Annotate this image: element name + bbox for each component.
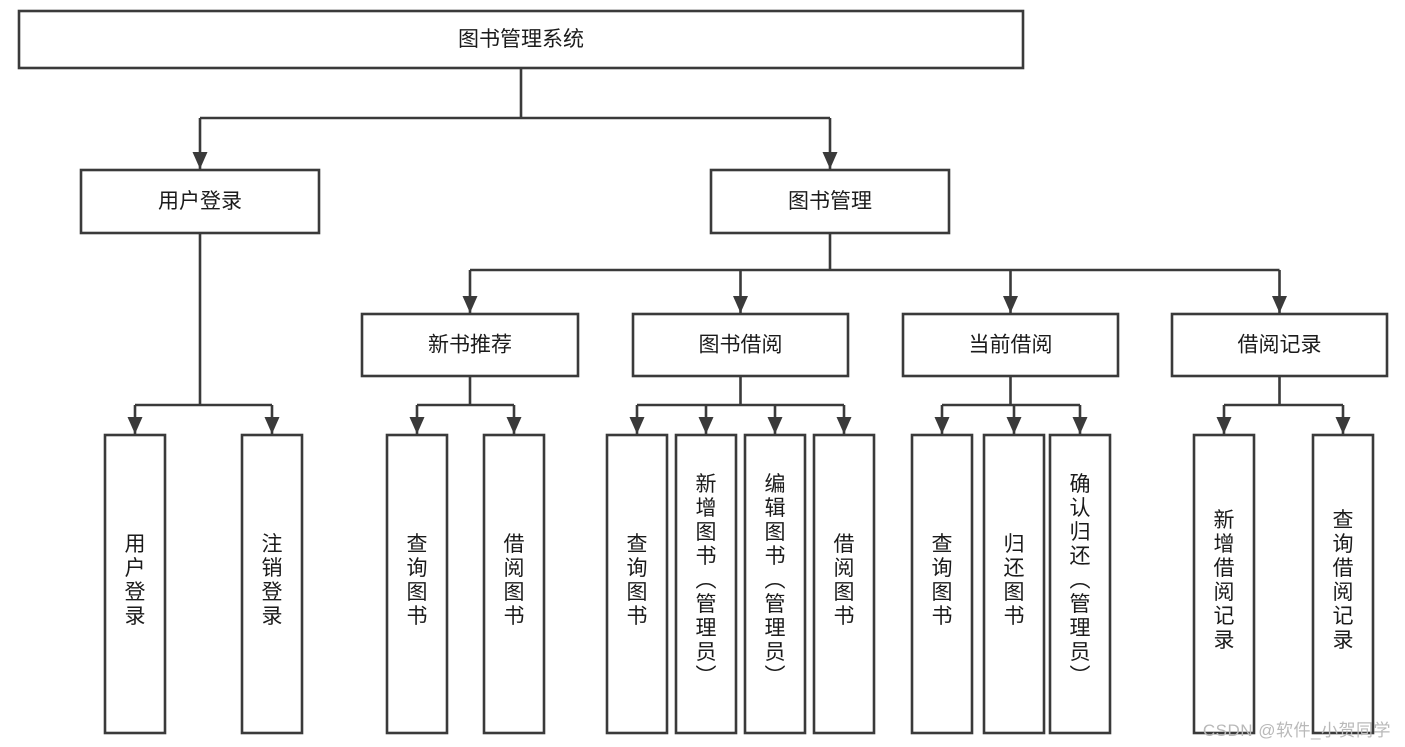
arrow-head-icon [1335,417,1351,434]
node-label: 查询图书 [407,533,428,628]
node-label: 用户登录 [158,190,242,213]
node-label: 图书管理系统 [458,28,584,51]
node-label: 图书管理 [788,190,872,213]
arrow-head-icon [1006,417,1022,434]
arrow-head-icon [462,296,478,313]
node-level3-0[interactable]: 新书推荐 [360,312,580,378]
node-box [1170,312,1389,378]
node-leaf-7[interactable]: 借阅图书 [812,433,876,735]
node-label: 借阅图书 [504,533,525,628]
arrow-head-icon [1003,296,1018,313]
node-label: 新增借阅记录 [1214,509,1235,652]
node-label: 查询图书 [932,533,953,628]
arrow-head-icon [1216,417,1232,434]
arrow-head-icon [698,417,714,434]
arrow-head-icon [836,417,852,434]
node-label: 新增图书︵管理员︶ [696,473,717,688]
node-label: 借阅图书 [834,533,855,628]
arrow-head-icon [409,417,425,434]
node-leaf-6[interactable]: 编辑图书︵管理员︶ [743,433,807,735]
arrow-head-icon [733,296,748,313]
node-box [901,312,1120,378]
node-box [240,433,304,735]
node-level2-0[interactable]: 用户登录 [79,168,321,235]
node-box [79,168,321,235]
node-root-0[interactable]: 图书管理系统 [17,9,1025,70]
node-leaf-8[interactable]: 查询图书 [910,433,974,735]
node-box [1048,433,1112,735]
arrow-head-icon [1272,296,1287,313]
node-label: 查询图书 [627,533,648,628]
node-label: 用户登录 [125,533,146,628]
node-box [385,433,449,735]
connector-layer [127,68,1351,434]
node-label: 借阅记录 [1238,334,1322,357]
node-leaf-10[interactable]: 确认归还︵管理员︶ [1048,433,1112,735]
node-box [1192,433,1256,735]
node-leaf-0[interactable]: 用户登录 [103,433,167,735]
node-label: 新书推荐 [428,334,512,357]
arrow-head-icon [506,417,522,434]
node-box [743,433,807,735]
node-level2-1[interactable]: 图书管理 [709,168,951,235]
node-leaf-5[interactable]: 新增图书︵管理员︶ [674,433,738,735]
node-label: 编辑图书︵管理员︶ [765,473,786,688]
node-leaf-1[interactable]: 注销登录 [240,433,304,735]
node-box [674,433,738,735]
node-leaf-9[interactable]: 归还图书 [982,433,1046,735]
node-level3-2[interactable]: 当前借阅 [901,312,1120,378]
node-box [982,433,1046,735]
node-label: 查询借阅记录 [1333,509,1354,652]
node-box [605,433,669,735]
arrow-head-icon [822,152,838,169]
node-leaf-12[interactable]: 查询借阅记录 [1311,433,1375,735]
node-level3-1[interactable]: 图书借阅 [631,312,850,378]
arrow-head-icon [192,152,208,169]
node-box [17,9,1025,70]
node-box [910,433,974,735]
node-box [1311,433,1375,735]
arrow-head-icon [629,417,645,434]
node-label: 注销登录 [262,533,283,628]
node-label: 确认归还︵管理员︶ [1070,473,1091,688]
arrow-head-icon [934,417,950,434]
node-level3-3[interactable]: 借阅记录 [1170,312,1389,378]
node-leaf-11[interactable]: 新增借阅记录 [1192,433,1256,735]
node-leaf-3[interactable]: 借阅图书 [482,433,546,735]
arrow-head-icon [127,417,143,434]
node-label: 归还图书 [1004,533,1025,628]
node-box [103,433,167,735]
node-box [631,312,850,378]
node-box [360,312,580,378]
node-leaf-4[interactable]: 查询图书 [605,433,669,735]
arrow-head-icon [1072,417,1088,434]
node-label: 图书借阅 [699,334,783,357]
arrow-head-icon [264,417,280,434]
node-leaf-2[interactable]: 查询图书 [385,433,449,735]
node-box [812,433,876,735]
arrow-head-icon [767,417,783,434]
node-layer: 图书管理系统用户登录图书管理新书推荐图书借阅当前借阅借阅记录用户登录注销登录查询… [17,9,1389,735]
node-box [709,168,951,235]
node-box [482,433,546,735]
node-label: 当前借阅 [969,334,1053,357]
